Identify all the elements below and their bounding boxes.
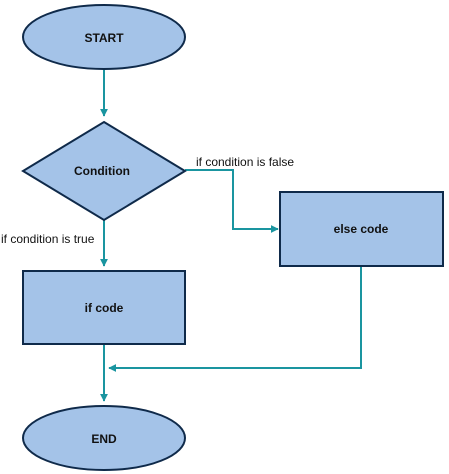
condition-node bbox=[21, 120, 187, 222]
start-label: START bbox=[84, 31, 124, 45]
start-node bbox=[22, 4, 186, 70]
if-code-label: if code bbox=[85, 301, 124, 315]
if-code-node bbox=[22, 270, 186, 345]
else-code-node bbox=[279, 191, 444, 267]
edge-condition-false bbox=[185, 169, 279, 233]
true-branch-label: if condition is true bbox=[1, 232, 95, 246]
false-branch-label: if condition is false bbox=[196, 155, 294, 169]
end-label: END bbox=[91, 432, 117, 446]
condition-label: Condition bbox=[74, 164, 130, 178]
else-code-label: else code bbox=[334, 222, 389, 236]
end-node bbox=[22, 405, 186, 471]
edge-else-to-end bbox=[108, 267, 362, 372]
